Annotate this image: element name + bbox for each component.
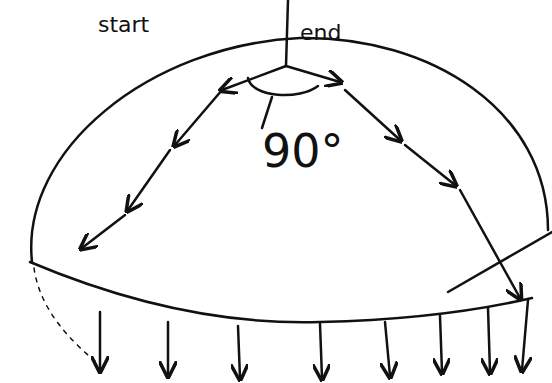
end-ray — [460, 190, 520, 298]
down-arrow — [488, 308, 490, 372]
dome-outline — [31, 38, 548, 262]
angle-label: 90° — [262, 128, 344, 174]
down-arrow — [385, 322, 390, 376]
end-label: end — [300, 22, 341, 44]
end-ray — [345, 90, 400, 140]
down-arrow — [99, 312, 102, 370]
down-arrow — [440, 316, 442, 372]
end-ray — [286, 66, 340, 82]
start-ray — [222, 66, 286, 90]
down-arrow — [320, 324, 322, 378]
down-arrow — [167, 322, 170, 375]
start-label: start — [98, 14, 149, 36]
angle-arc — [248, 78, 318, 95]
angle-leader — [262, 97, 272, 128]
start-ray — [175, 90, 222, 145]
start-ray — [128, 150, 170, 210]
axis-line — [286, 0, 288, 66]
base-curve — [30, 262, 532, 322]
start-ray — [82, 215, 125, 248]
drop-line — [34, 268, 96, 362]
down-arrow — [238, 326, 240, 378]
down-arrow — [522, 300, 528, 370]
end-ray — [405, 145, 455, 185]
